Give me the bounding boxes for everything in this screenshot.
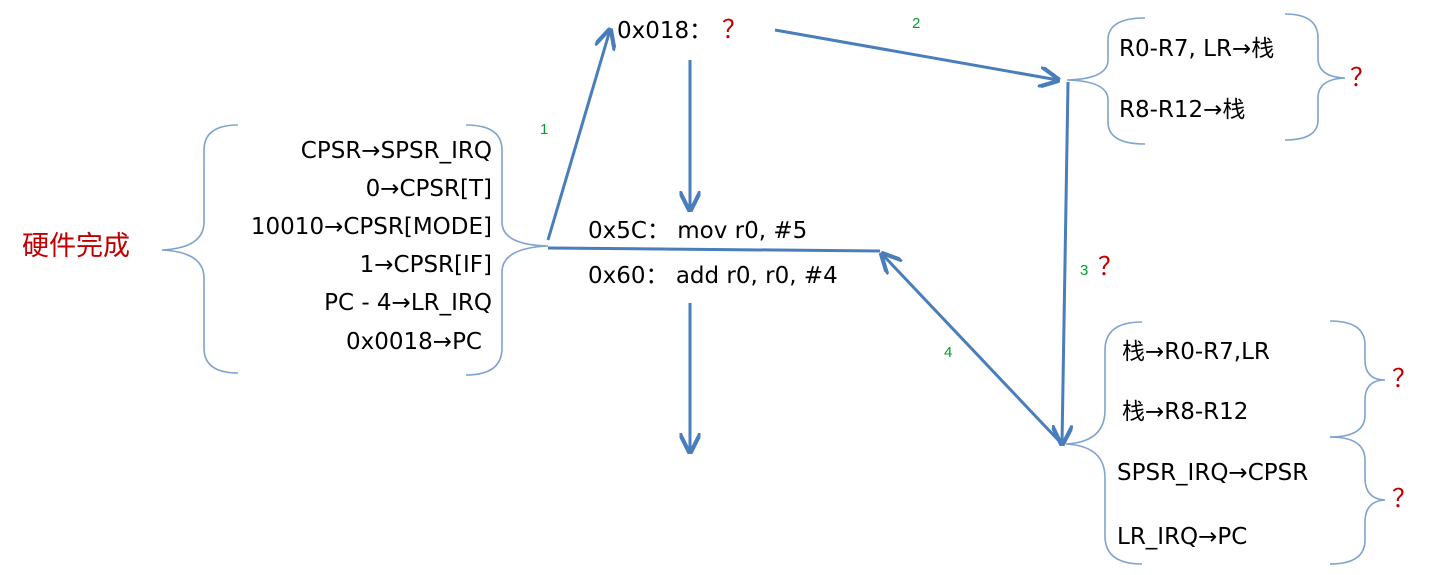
save-brace-left — [1066, 17, 1146, 145]
save-question: ？ — [1350, 65, 1376, 92]
step-4-label: 4 — [944, 344, 953, 361]
return-brace-right — [1329, 436, 1386, 565]
hardware-step-6: 0x0018→PC — [346, 329, 482, 355]
step-2-label: 2 — [912, 15, 921, 32]
vector-address: 0x018： — [617, 18, 713, 44]
hardware-brace-right — [465, 124, 549, 376]
return-line-1: SPSR_IRQ→CPSR — [1117, 460, 1309, 486]
step-3-question: ？ — [1098, 254, 1124, 281]
program-line-1: 0x5C： mov r0, #5 — [588, 218, 808, 244]
save-line-1: R0-R7, LR→栈 — [1119, 36, 1275, 62]
restore-line-2: 栈→R8-R12 — [1122, 399, 1249, 425]
hardware-label: 硬件完成 — [22, 231, 130, 262]
hardware-step-4: 1→CPSR[IF] — [359, 252, 492, 278]
restore-line-1: 栈→R0-R7,LR — [1122, 339, 1270, 365]
vector-question: ？ — [722, 17, 748, 44]
hardware-brace-left — [161, 124, 239, 374]
step-3-label: 3 — [1080, 262, 1089, 279]
program-line-2: 0x60： add r0, r0, #4 — [588, 263, 838, 289]
program-line-connector — [547, 246, 881, 253]
restore-question: ？ — [1392, 366, 1418, 393]
arrow-step-2 — [774, 28, 1058, 80]
arrow-step-3 — [1062, 81, 1068, 444]
save-line-2: R8-R12→栈 — [1119, 97, 1246, 123]
return-question: ？ — [1392, 486, 1418, 513]
return-line-2: LR_IRQ→PC — [1117, 524, 1248, 550]
hardware-step-3: 10010→CPSR[MODE] — [250, 214, 492, 240]
step-1-label: 1 — [540, 121, 549, 138]
hardware-step-1: CPSR→SPSR_IRQ — [300, 138, 492, 164]
save-brace-right — [1284, 13, 1346, 141]
hardware-step-2: 0→CPSR[T] — [365, 176, 492, 202]
arrow-step-1 — [546, 30, 610, 241]
restore-brace-right — [1329, 320, 1386, 438]
hardware-step-5: PC - 4→LR_IRQ — [324, 290, 492, 316]
arrow-step-4 — [882, 254, 1062, 444]
